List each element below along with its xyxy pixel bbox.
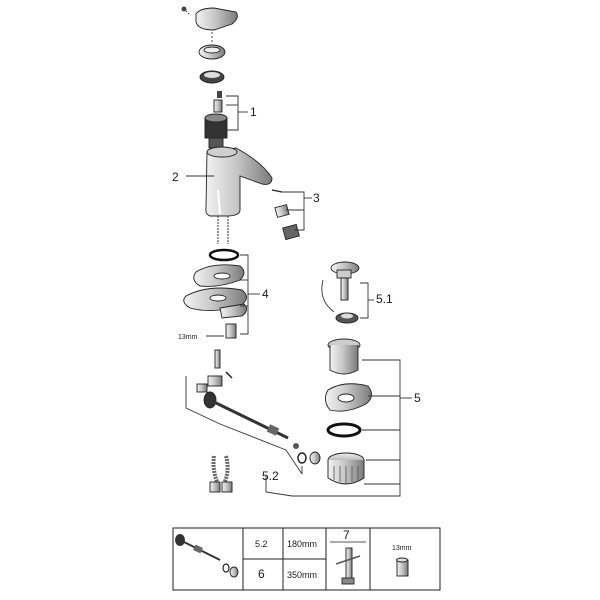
waste-gasket bbox=[325, 383, 372, 412]
wrench-tool-illustration bbox=[335, 547, 361, 585]
faucet-body bbox=[205, 146, 273, 217]
fixing-nut bbox=[225, 323, 237, 339]
callout-5-1: 5.1 bbox=[376, 292, 393, 306]
supply-hoses bbox=[209, 455, 233, 493]
rod-clamp bbox=[196, 375, 223, 393]
wrench-size-label: 13mm bbox=[178, 334, 198, 341]
callout-5: 5 bbox=[414, 391, 421, 405]
table-row2-value: 350mm bbox=[287, 570, 317, 580]
handle-screw bbox=[181, 6, 191, 16]
table-row2-label: 6 bbox=[258, 567, 265, 581]
o-ring-large bbox=[208, 248, 240, 262]
pull-rod bbox=[214, 349, 233, 379]
plug-seal bbox=[335, 312, 359, 324]
rubber-gasket bbox=[193, 264, 245, 287]
callout-2: 2 bbox=[172, 170, 179, 184]
handle-cap bbox=[198, 44, 226, 60]
waste-nut bbox=[327, 452, 365, 485]
small-o-ring bbox=[297, 452, 307, 464]
callout-1: 1 bbox=[250, 105, 257, 119]
callout-4: 4 bbox=[262, 287, 269, 301]
cartridge bbox=[204, 113, 228, 149]
table-nut-illustration bbox=[396, 557, 409, 577]
reference-table bbox=[172, 527, 441, 591]
popup-plug bbox=[330, 261, 360, 301]
waste-o-ring bbox=[326, 422, 362, 438]
horizontal-rod bbox=[203, 391, 299, 449]
cartridge-screws bbox=[213, 91, 223, 113]
table-row1-label: 5.2 bbox=[255, 539, 268, 549]
table-wrench-size: 13mm bbox=[392, 545, 412, 552]
callout-3: 3 bbox=[313, 191, 320, 205]
waste-body bbox=[327, 338, 361, 375]
metal-plate bbox=[183, 287, 247, 311]
plug-detail-circle bbox=[321, 279, 335, 313]
retaining-ring bbox=[199, 70, 225, 84]
callout-5-2: 5.2 bbox=[262, 469, 279, 483]
aerator-parts bbox=[271, 189, 300, 241]
table-tool-label: 7 bbox=[343, 528, 350, 542]
table-rod-illustration bbox=[175, 534, 239, 578]
horseshoe-washer bbox=[219, 303, 247, 319]
table-row1-value: 180mm bbox=[287, 539, 317, 549]
lever-handle bbox=[195, 7, 238, 31]
rod-nut bbox=[309, 451, 321, 465]
